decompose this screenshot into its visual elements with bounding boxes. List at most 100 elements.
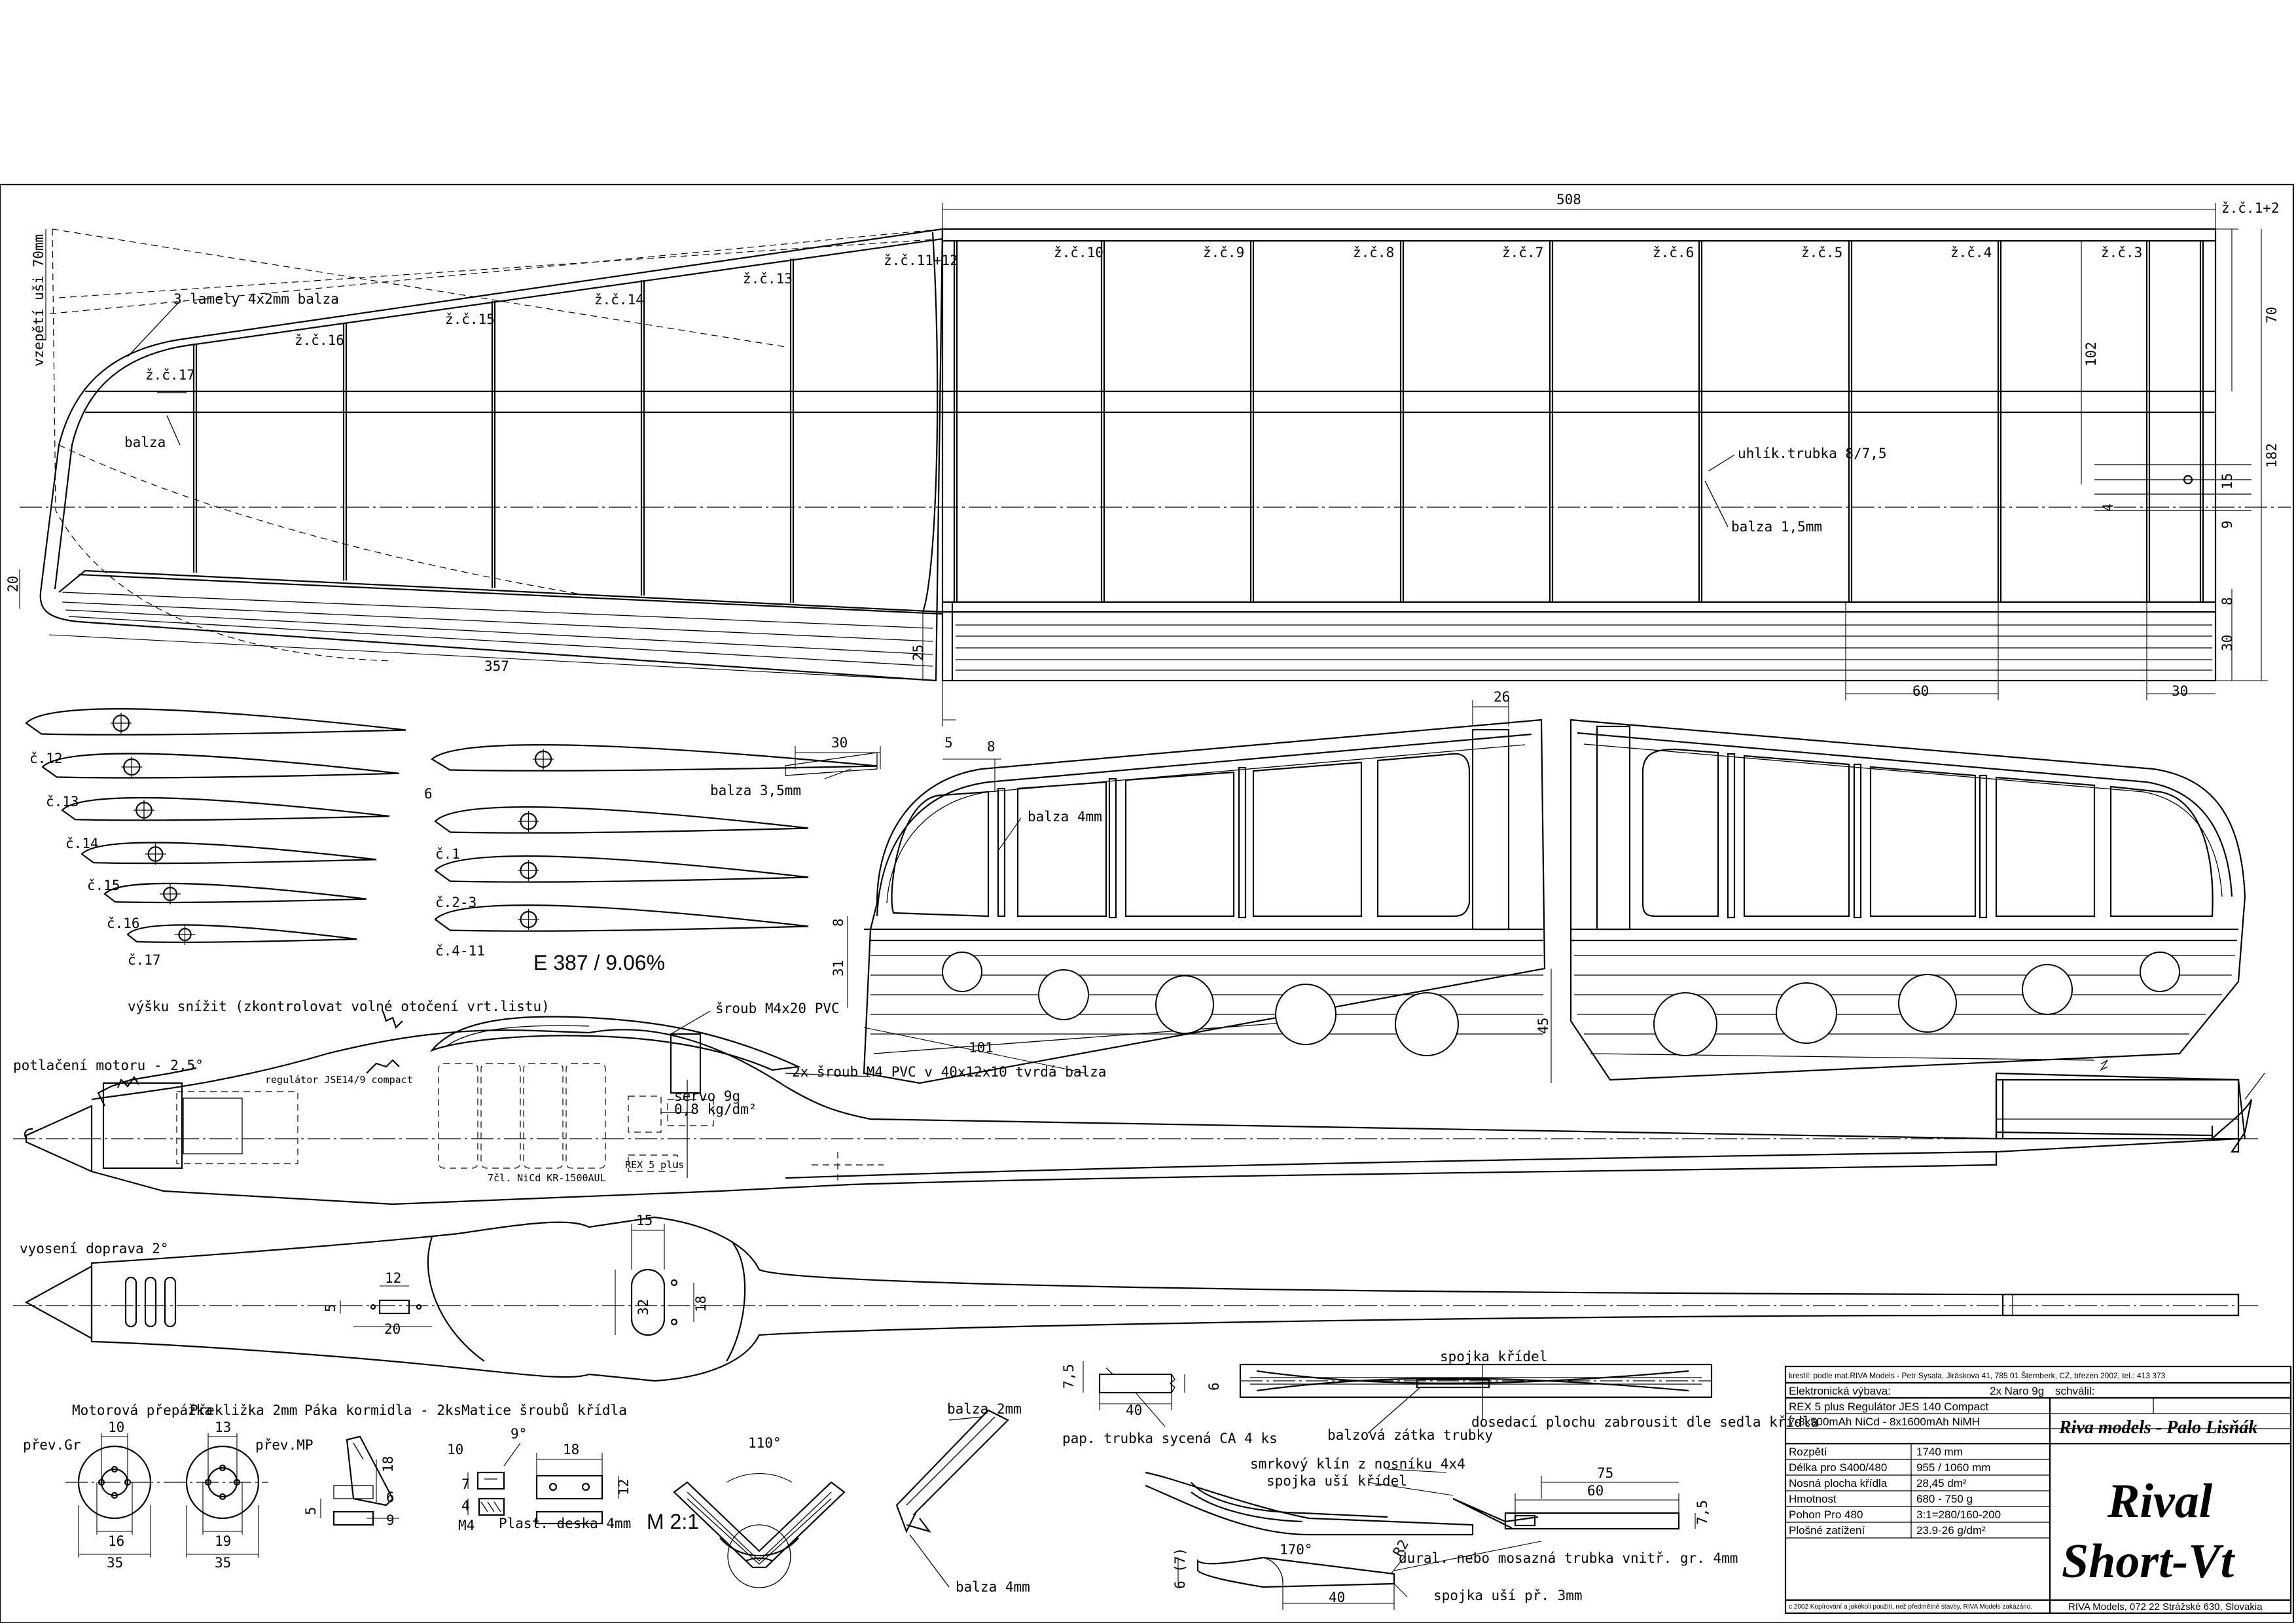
copyright-text: c 2002 Kopírování a jakékoli použití, ne… [1789, 1603, 2032, 1611]
dim-m4: M4 [458, 1518, 475, 1533]
dim-35: 35 [107, 1555, 123, 1571]
aku-label: 7-8x500mAh NiCd - 8x1600mAh NiMH [1789, 1416, 1980, 1428]
dim-45: 45 [1535, 1018, 1551, 1034]
rib-label: ž.č.8 [1353, 245, 1394, 260]
dim-25: 25 [910, 645, 926, 661]
servo-torque: 0,8 kg/dm² [674, 1101, 757, 1117]
rex-label: REX 5 plus [625, 1159, 684, 1171]
rib-label: ž.č.14 [594, 292, 644, 308]
dim-15: 15 [636, 1213, 653, 1228]
klin-label: smrkový klín z nosníku 4x4 [1250, 1456, 1465, 1472]
spojka-usi-label: spojka uší křídel [1266, 1473, 1407, 1489]
spojka-label: spojka křídel [1440, 1349, 1547, 1364]
dim-26: 26 [1494, 689, 1510, 705]
airfoil-label: č.14 [65, 836, 99, 851]
rib-label: ž.č.4 [1950, 245, 1992, 260]
address-text: RIVA Models, 072 22 Strážské 630, Slovak… [2068, 1601, 2263, 1613]
dim-182: 182 [2264, 443, 2280, 468]
tip-dim: 357 [484, 658, 509, 674]
potlaceni-note: potlačení motoru - 2,5° [13, 1058, 204, 1073]
plast-label: Plast. deska 4mm [499, 1516, 631, 1531]
dim-5: 5 [944, 735, 953, 751]
airfoil-label: č.15 [87, 878, 120, 893]
dim-4: 4 [2100, 503, 2116, 512]
airfoil-14 [61, 796, 390, 821]
rib-label: ž.č.5 [1801, 245, 1842, 260]
dim-35b: 35 [215, 1555, 231, 1571]
dim-7-5: 7,5 [1061, 1364, 1077, 1389]
angle-170: 170° [1280, 1542, 1313, 1558]
airfoil-mid [434, 855, 809, 883]
dim-102: 102 [2083, 342, 2099, 366]
vyska-note: výšku snížit (zkontrolovat volné otočení… [128, 999, 550, 1014]
airfoil-12 [25, 708, 406, 736]
spec-key: Nosná plocha křídla [1789, 1477, 1888, 1489]
dim-7-5b: 7,5 [1695, 1500, 1710, 1525]
dim-30: 30 [831, 735, 848, 751]
angle-9: 9° [511, 1426, 527, 1442]
uhlik-note: uhlík.trubka 8/7,5 [1738, 446, 1887, 461]
dim-19: 19 [215, 1533, 231, 1549]
sroub1-note: šroub M4x20 PVC [715, 1001, 840, 1016]
lamely-note: 3 lamely 4x2mm balza [173, 291, 339, 307]
fuselage-side [13, 1010, 2265, 1205]
airfoil-label: č.16 [107, 916, 140, 931]
title-rival: Rival [2107, 1474, 2213, 1528]
spec-value: 28,45 dm² [1916, 1477, 1967, 1489]
matice-label: Matice šroubů křídla [461, 1402, 627, 1418]
dim-13: 13 [215, 1419, 231, 1435]
airfoil-label: č.4-11 [435, 943, 485, 959]
elektro-label: Elektronická výbava: [1789, 1385, 1891, 1397]
sheet-border [0, 183, 2295, 1623]
stabilizer-right [1570, 719, 2246, 1081]
spec-value: 3:1=280/160-200 [1916, 1508, 2001, 1521]
dim-20: 20 [5, 576, 21, 592]
dim-9: 9 [2219, 520, 2235, 529]
spec-value: 680 - 750 g [1916, 1493, 1973, 1505]
firma-label: Riva models - Palo Lisňák [2058, 1418, 2257, 1438]
airfoil-13 [41, 753, 400, 779]
rib-label: ž.č.7 [1502, 245, 1543, 260]
dim-18: 18 [380, 1456, 396, 1472]
spec-value: 1740 mm [1916, 1446, 1963, 1458]
dosed-label: dosedací plochu zabrousit dle sedla kříd… [1471, 1414, 1819, 1430]
dim-12: 12 [385, 1270, 401, 1286]
balza15-note: balza 1,5mm [1731, 519, 1822, 535]
airfoil-label: č.12 [29, 751, 63, 766]
sroub2-note: 2x šroub M4 PVC v 40x12x10 tvrdá balza [792, 1064, 1106, 1080]
dim-8b: 8 [831, 918, 846, 927]
airfoil-label: č.17 [128, 952, 161, 968]
kreslil-text: kreslil: podle mat.RIVA Models - Petr Sy… [1789, 1370, 2166, 1380]
dim-70: 70 [2264, 307, 2280, 323]
dim-12: 12 [616, 1479, 632, 1495]
wing-main-panel [941, 228, 2217, 682]
dim-8: 8 [2219, 597, 2235, 605]
spec-key: Délka pro S400/480 [1789, 1461, 1887, 1474]
profile-label: E 387 / 9.06% [533, 951, 665, 974]
preklizka-label: Překližka 2mm [190, 1402, 297, 1418]
dim-9: 9 [386, 1512, 395, 1528]
airfoil-label: č.2-3 [435, 895, 476, 910]
dim-7: 7 [461, 1476, 470, 1492]
airfoil-15 [81, 842, 377, 865]
dim-6-7: 6 (7) [1172, 1548, 1188, 1589]
wing-plan: 508 357 ž.č.1+2 ž.č.3 ž.č.4 ž.č.5 ž.č.6 … [5, 192, 2291, 726]
dim-30: 30 [2219, 635, 2235, 651]
spec-key: Rozpětí [1789, 1446, 1827, 1458]
spec-key: Pohon Pro 480 [1789, 1508, 1863, 1521]
airfoil-2-3 [434, 806, 809, 834]
airfoil-set [25, 708, 878, 945]
detail-parts [65, 1409, 1009, 1588]
dim-6: 6 [1206, 1382, 1222, 1391]
rex-regulator: REX 5 plus Regulátor JES 140 Compact [1789, 1400, 1988, 1413]
dim-60: 60 [1587, 1483, 1604, 1499]
airfoil-17 [126, 924, 357, 943]
nicd-label: 7čl. NiCd KR-1500AUL [488, 1172, 606, 1184]
dural-note: dural. nebo mosazná trubka vnitř. gr. 4m… [1399, 1550, 1738, 1566]
dim-20: 20 [384, 1321, 401, 1337]
balza2-note: balza 2mm [947, 1401, 1022, 1417]
balza4-note: balza 4mm [1028, 809, 1102, 825]
